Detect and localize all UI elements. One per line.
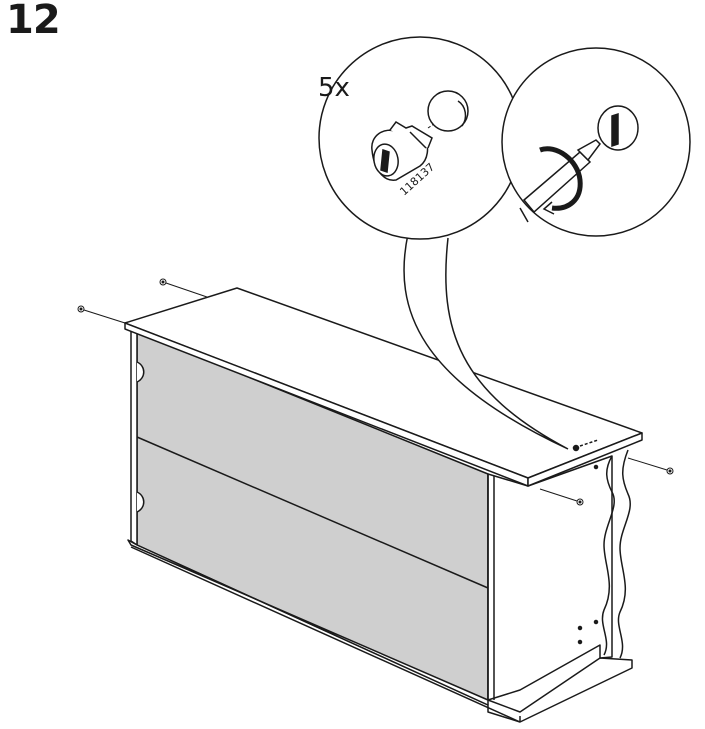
detail-circle-insert: 118137 <box>319 37 521 239</box>
left-side-panel <box>125 323 137 545</box>
screw-3 <box>628 458 673 474</box>
screw-1 <box>78 306 125 323</box>
detail-circle-tighten <box>502 48 690 236</box>
cam-hole-top <box>574 446 579 451</box>
board-hole-icon <box>428 91 468 131</box>
tightened-cam-icon <box>598 106 638 150</box>
screw-2 <box>160 279 207 297</box>
cabinet <box>125 288 642 722</box>
quantity-label: 5x <box>318 73 350 103</box>
